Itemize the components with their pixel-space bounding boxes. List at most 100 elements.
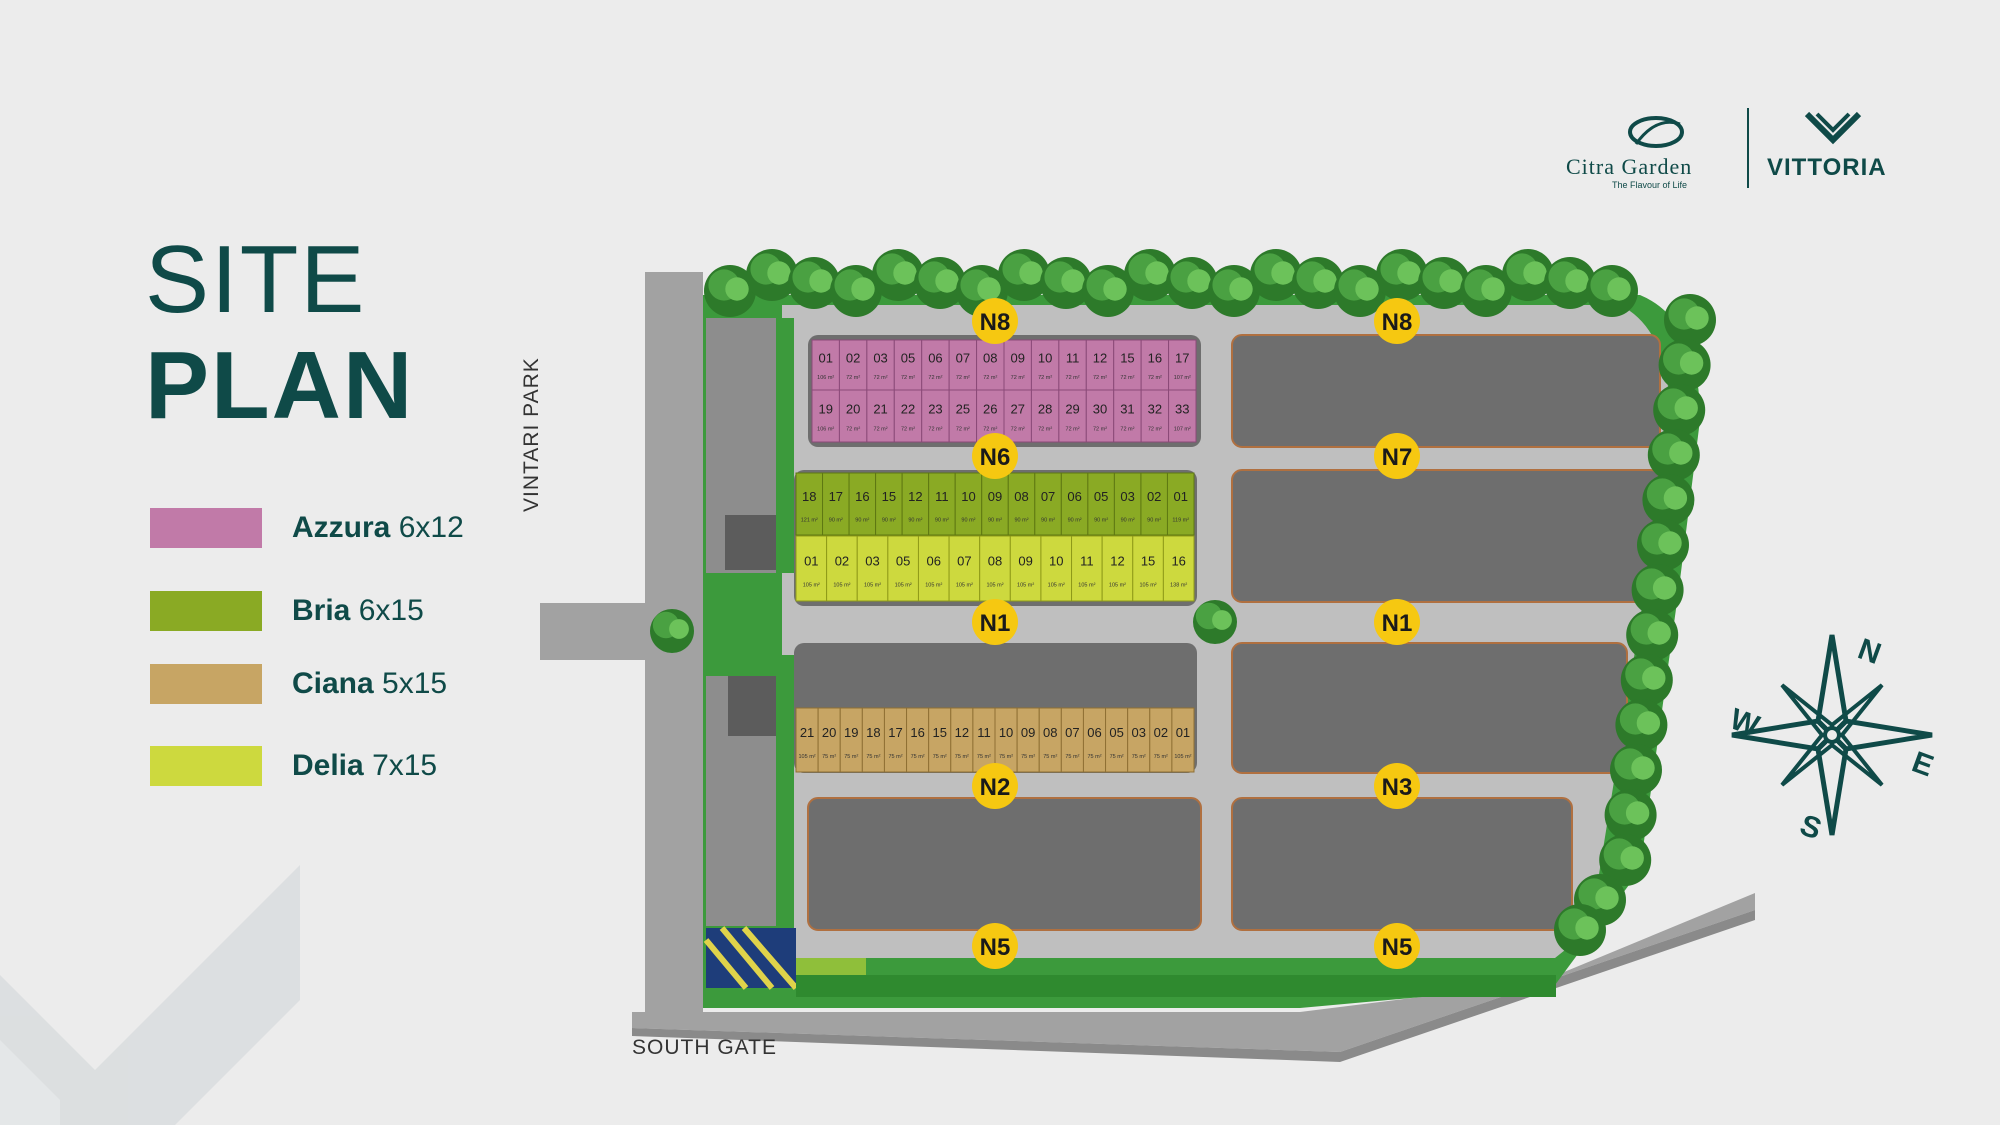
tree-icon: [830, 265, 882, 317]
street-label-south-gate: SOUTH GATE: [632, 1036, 777, 1059]
unit-number: 01: [1173, 489, 1187, 504]
tree-icon: [704, 265, 756, 317]
unit-lot-shape: [1007, 472, 1036, 536]
tree-icon: [1604, 789, 1657, 841]
tree-icon: [914, 257, 966, 309]
green-buffer-west-north: [776, 318, 794, 573]
unit-number: 15: [1120, 351, 1134, 366]
road-marker-label: N5: [1382, 934, 1413, 961]
tree-icon: [1292, 257, 1344, 309]
unit-number: 12: [955, 725, 969, 740]
unit-area: 90 m²: [908, 517, 922, 523]
unit-number: 02: [1147, 489, 1161, 504]
unit-number: 03: [873, 351, 887, 366]
road-marker-circle: [1374, 298, 1420, 344]
tree-icon: [1040, 257, 1092, 309]
unit-area: 121 m²: [801, 517, 818, 523]
tree-icon: [1554, 904, 1606, 956]
unit-number: 18: [866, 725, 880, 740]
unit-number: 03: [865, 553, 879, 568]
unit-area: 105 m²: [1109, 583, 1126, 589]
unit-lot-shape: [1140, 389, 1170, 443]
unit-lot-shape: [1060, 707, 1084, 773]
unit-lot-shape: [839, 707, 863, 773]
block-w3: [807, 797, 1202, 931]
